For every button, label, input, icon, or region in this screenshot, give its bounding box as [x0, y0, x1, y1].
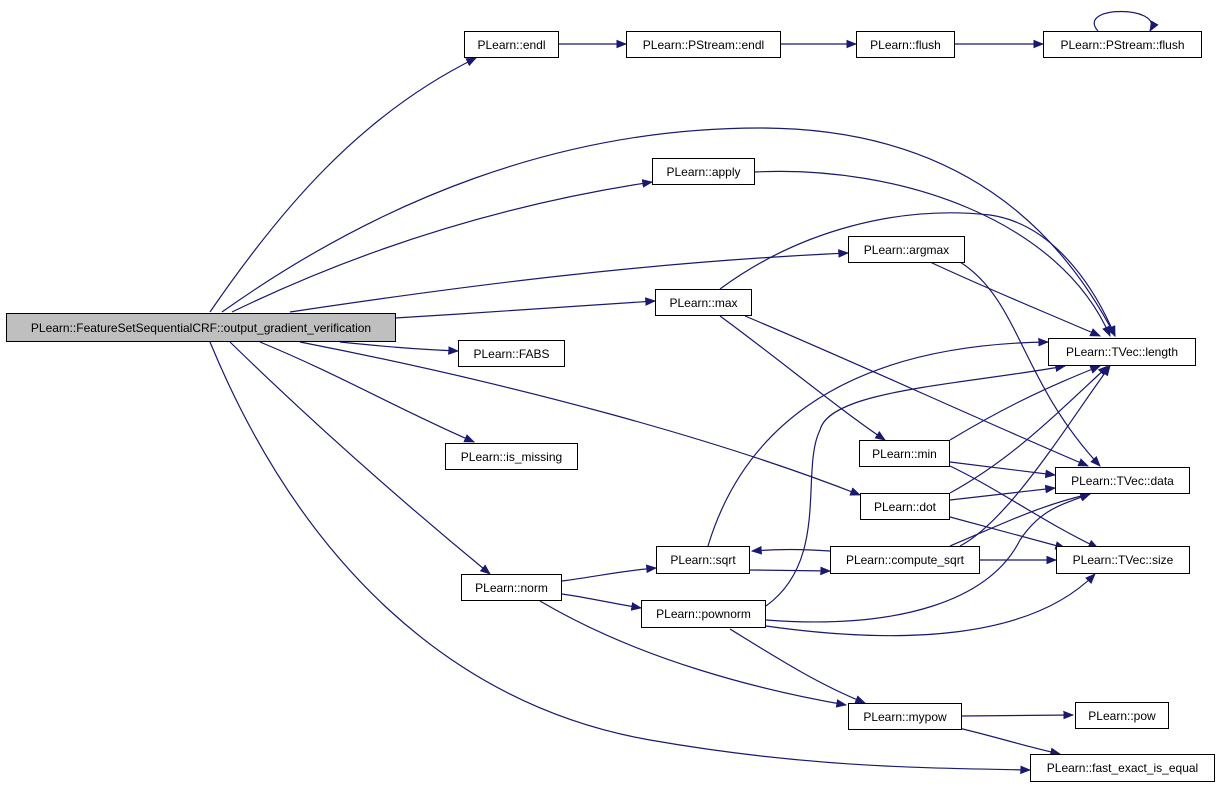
edge-root-norm — [229, 341, 491, 575]
edge-dot-length — [949, 365, 1109, 494]
node-fabs[interactable]: PLearn::FABS — [458, 340, 565, 367]
edge-max-length — [719, 212, 1116, 337]
node-root: PLearn::FeatureSetSequentialCRF::output_… — [6, 313, 396, 342]
edge-pownorm-mypow — [729, 628, 867, 704]
edge-sqrt-length — [707, 337, 1050, 547]
node-dot[interactable]: PLearn::dot — [860, 493, 950, 520]
node-sqrt[interactable]: PLearn::sqrt — [656, 546, 750, 574]
node-apply[interactable]: PLearn::apply — [652, 158, 755, 185]
edge-root-endl — [209, 57, 477, 313]
edge-pownorm-size — [765, 573, 1096, 637]
edge-dot-data — [949, 484, 1057, 501]
edge-root-max — [394, 297, 657, 319]
edge-norm-pownorm — [561, 593, 643, 611]
edge-root-fast-exact — [209, 341, 1032, 775]
node-min[interactable]: PLearn::min — [859, 440, 950, 467]
edge-min-size — [949, 465, 1099, 549]
node-is-missing[interactable]: PLearn::is_missing — [445, 443, 578, 470]
edge-sqrt-compute — [749, 566, 832, 576]
edge-mypow-fast — [949, 725, 1062, 757]
edge-root-dot — [299, 341, 862, 496]
edge-min-length — [949, 365, 1102, 441]
edge-compute-data — [949, 491, 1092, 547]
edge-root-fabs — [339, 341, 460, 355]
edge-dot-size — [949, 516, 1067, 550]
edge-root-is-missing — [259, 341, 475, 443]
node-compute-sqrt[interactable]: PLearn::compute_sqrt — [830, 546, 980, 574]
edge-root-argmax — [289, 249, 850, 313]
node-flush[interactable]: PLearn::flush — [856, 31, 955, 58]
edge-root-length — [221, 127, 1116, 337]
edge-compute-length — [959, 365, 1111, 547]
edge-norm-mypow — [539, 600, 848, 708]
edge-pownorm-length — [765, 363, 1067, 607]
node-tvec-data[interactable]: PLearn::TVec::data — [1055, 467, 1190, 494]
edge-root-apply — [231, 179, 654, 313]
node-mypow[interactable]: PLearn::mypow — [848, 703, 962, 730]
edge-min-data — [949, 461, 1057, 479]
node-norm[interactable]: PLearn::norm — [461, 574, 562, 601]
edge-pownorm-data — [765, 493, 1092, 623]
node-tvec-length[interactable]: PLearn::TVec::length — [1048, 338, 1196, 366]
edge-compute-sqrt — [750, 545, 831, 555]
node-pownorm[interactable]: PLearn::pownorm — [641, 600, 766, 628]
edge-pstream-flush-self — [1093, 11, 1159, 32]
node-fast-exact-is-equal[interactable]: PLearn::fast_exact_is_equal — [1030, 754, 1215, 782]
node-endl[interactable]: PLearn::endl — [464, 31, 559, 58]
edge-norm-sqrt — [561, 564, 658, 582]
edge-mypow-pow — [961, 710, 1075, 720]
node-pow[interactable]: PLearn::pow — [1075, 702, 1169, 729]
edge-argmax-length — [929, 261, 1101, 337]
edge-max-data — [744, 315, 1089, 467]
node-pstream-endl[interactable]: PLearn::PStream::endl — [626, 31, 781, 58]
edge-argmax-data — [959, 261, 1101, 467]
edge-apply-length — [754, 170, 1111, 337]
node-max[interactable]: PLearn::max — [655, 289, 752, 316]
node-pstream-flush[interactable]: PLearn::PStream::flush — [1043, 31, 1202, 58]
node-tvec-size[interactable]: PLearn::TVec::size — [1056, 546, 1190, 574]
edge-max-min — [719, 315, 886, 441]
node-argmax[interactable]: PLearn::argmax — [848, 236, 965, 263]
